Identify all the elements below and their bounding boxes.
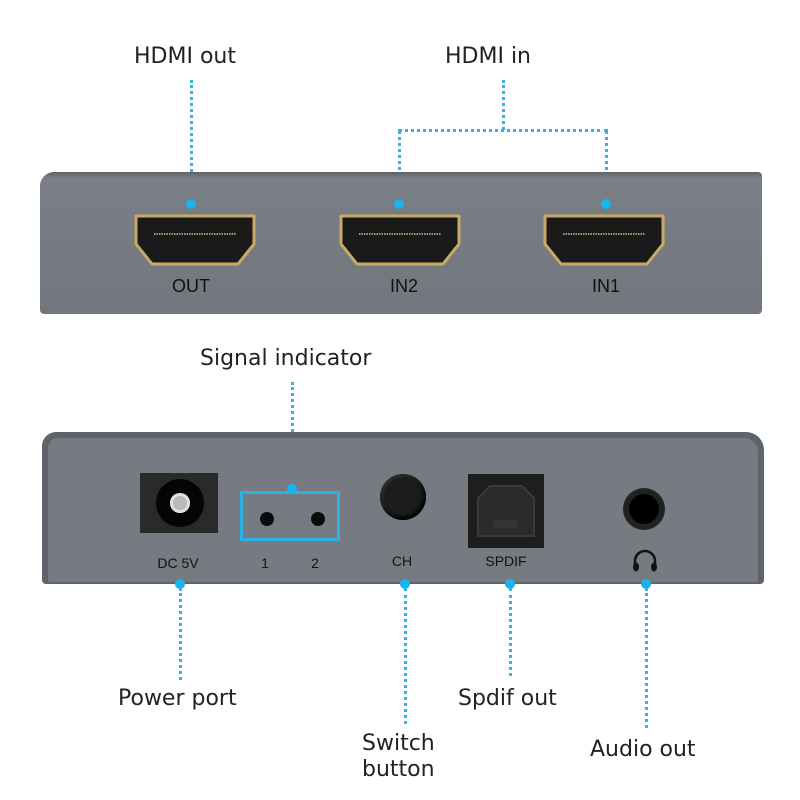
dc-power-jack	[140, 473, 218, 533]
power-port-callout: Power port	[118, 686, 237, 711]
switch-button-callout-line1: Switch	[362, 731, 435, 756]
headphones-icon	[633, 549, 657, 572]
led-2-label: 2	[311, 555, 319, 571]
hdmi-in-bracket	[398, 129, 608, 132]
led-2	[311, 512, 325, 526]
spdif-label: SPDIF	[485, 553, 527, 569]
signal-indicator-pin	[287, 484, 297, 494]
spdif-pin	[505, 579, 515, 589]
signal-indicator-box	[240, 491, 340, 541]
audio-out-callout: Audio out	[590, 737, 696, 762]
ch-label: CH	[391, 553, 413, 569]
out-port-label: OUT	[172, 276, 210, 296]
power-port-pin	[175, 579, 185, 589]
led-1-label: 1	[261, 555, 269, 571]
switch-button-pin	[400, 579, 410, 589]
hdmi-out-pin	[186, 199, 196, 209]
switch-button-callout-line2: button	[362, 757, 435, 782]
in2-port-label: IN2	[389, 276, 419, 296]
hdmi-in1-pin	[601, 199, 611, 209]
audio-jack	[623, 488, 665, 530]
hdmi-in1-leader	[605, 130, 608, 202]
power-port-leader	[179, 588, 182, 680]
hdmi-in2-port	[339, 214, 461, 266]
hdmi-in1-port	[543, 214, 665, 266]
led-1	[260, 512, 274, 526]
hdmi-out-callout: HDMI out	[134, 44, 236, 69]
hdmi-in2-leader	[398, 130, 401, 202]
audio-out-pin	[641, 579, 651, 589]
hdmi-in-callout: HDMI in	[445, 44, 532, 69]
switch-button-leader	[404, 588, 407, 724]
hdmi-in2-pin	[394, 199, 404, 209]
in1-port-label: IN1	[591, 276, 621, 296]
dc-5v-label: DC 5V	[157, 555, 199, 571]
spdif-out-callout: Spdif out	[458, 686, 557, 711]
signal-indicator-callout: Signal indicator	[200, 346, 372, 371]
spdif-port	[468, 474, 544, 548]
hdmi-in-leader	[502, 80, 505, 130]
audio-out-leader	[645, 588, 648, 728]
hdmi-out-leader	[190, 80, 193, 202]
spdif-leader	[509, 588, 512, 676]
hdmi-out-port	[134, 214, 256, 266]
switch-button[interactable]	[380, 474, 426, 520]
